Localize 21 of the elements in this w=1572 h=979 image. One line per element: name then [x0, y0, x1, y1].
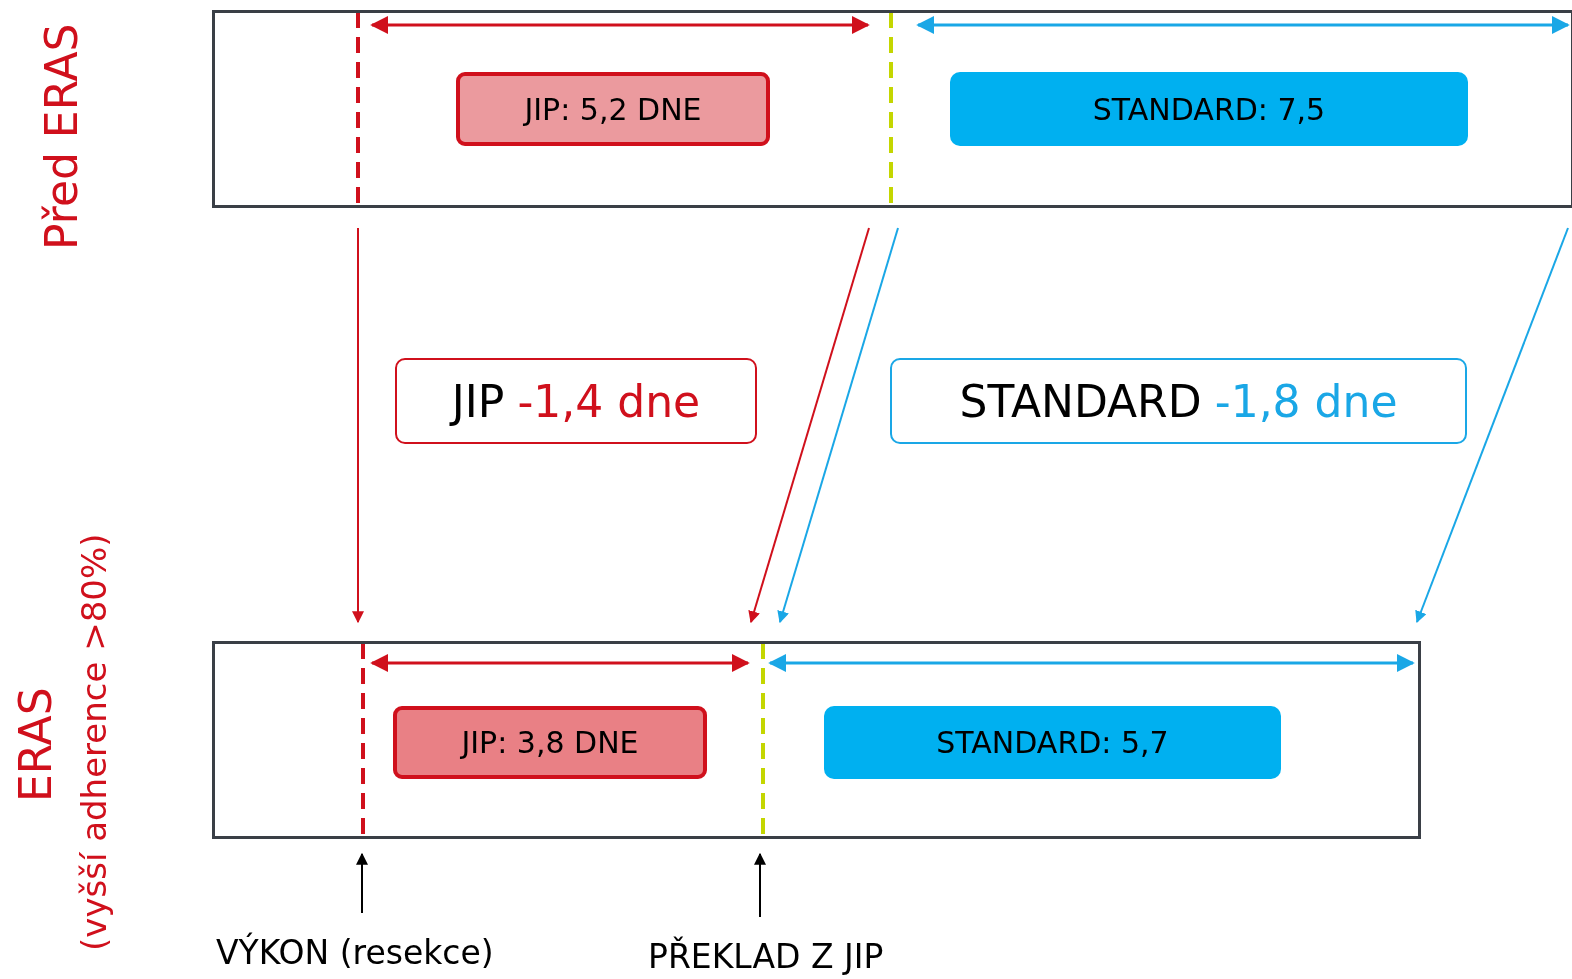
milestone-label: VÝKON (resekce)	[216, 932, 516, 978]
row-subheading: (vyšší adherence >80%)	[73, 532, 115, 953]
arrow	[356, 852, 368, 914]
stay-bar: JIP: 5,2 DNE	[456, 72, 770, 146]
difference-value: -1,8 dne	[1214, 375, 1398, 427]
arrow	[748, 227, 870, 624]
difference-label: STANDARD	[959, 375, 1202, 427]
arrow	[352, 227, 364, 624]
difference-box	[890, 358, 1467, 444]
stay-bar: JIP: 3,8 DNE	[393, 706, 707, 779]
arrow	[1415, 227, 1569, 624]
row-heading: Před ERAS	[36, 22, 88, 253]
difference-box	[395, 358, 757, 444]
row-heading: ERAS	[10, 686, 62, 805]
arrow	[754, 852, 766, 918]
milestone-label: PŘEKLAD Z JIP	[648, 936, 908, 979]
difference-label: JIP	[451, 375, 505, 427]
stay-bar: STANDARD: 5,7	[824, 706, 1281, 779]
difference-value: -1,4 dne	[517, 375, 701, 427]
arrow	[777, 227, 899, 624]
stay-bar: STANDARD: 7,5	[950, 72, 1468, 146]
